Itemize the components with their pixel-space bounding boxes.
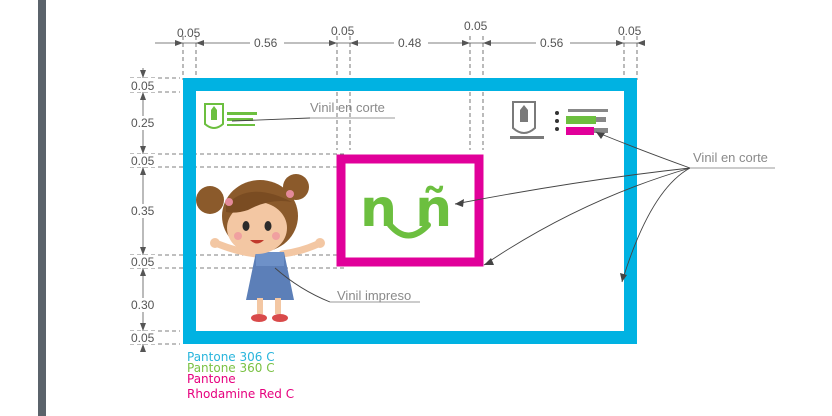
dim-h-5: 0.05 (464, 19, 488, 33)
girl-illustration (196, 174, 325, 322)
dim-v-2: 0.25 (131, 116, 155, 130)
legend-item-pantone: Pantone (187, 372, 236, 386)
dim-v-5: 0.05 (131, 255, 155, 269)
nn-logo-text: n ñ (360, 179, 452, 239)
dim-h-3: 0.05 (331, 24, 355, 38)
legend-item-pantone-306: Pantone 306 C (187, 350, 275, 364)
label-vinil-corte-right: Vinil en corte (693, 150, 768, 165)
label-vinil-impreso: Vinil impreso (337, 288, 411, 303)
dim-v-3: 0.05 (131, 154, 155, 168)
horizontal-dimension-labels: 0.05 0.56 0.05 0.48 0.05 0.56 0.05 (177, 19, 642, 50)
dim-h-6: 0.56 (540, 36, 564, 50)
leader-arrows (455, 132, 627, 282)
dim-v-1: 0.05 (131, 79, 155, 93)
dim-v-7: 0.05 (131, 331, 155, 345)
outer-frame-cyan (183, 78, 637, 344)
leader-lines (231, 117, 775, 303)
legend-item-pantone-360: Pantone 360 C (187, 361, 275, 375)
label-vinil-corte-top: Vinil en corte (310, 100, 385, 115)
dim-h-7: 0.05 (618, 24, 642, 38)
nn-smile-logo: n ñ (360, 179, 452, 239)
emblem-logo-green (204, 103, 257, 129)
dim-h-2: 0.56 (254, 36, 278, 50)
legend-item-rhodamine: Rhodamine Red C (187, 387, 295, 401)
left-sidebar-bar (38, 0, 46, 416)
emblem-logo-gray (510, 101, 608, 139)
smile-icon (387, 222, 431, 239)
horizontal-dimension-arrows (175, 40, 645, 46)
vertical-dimension-arrows (140, 70, 146, 352)
dim-v-6: 0.30 (131, 298, 155, 312)
vertical-dimension-labels: 0.05 0.25 0.05 0.35 0.05 0.30 0.05 (130, 78, 158, 345)
dim-h-1: 0.05 (177, 26, 201, 40)
inner-frame-magenta (336, 154, 484, 267)
color-legend: Pantone 306 C Pantone 360 C Pantone Rhod… (187, 350, 295, 401)
dim-v-4: 0.35 (131, 204, 155, 218)
dim-h-4: 0.48 (398, 36, 422, 50)
